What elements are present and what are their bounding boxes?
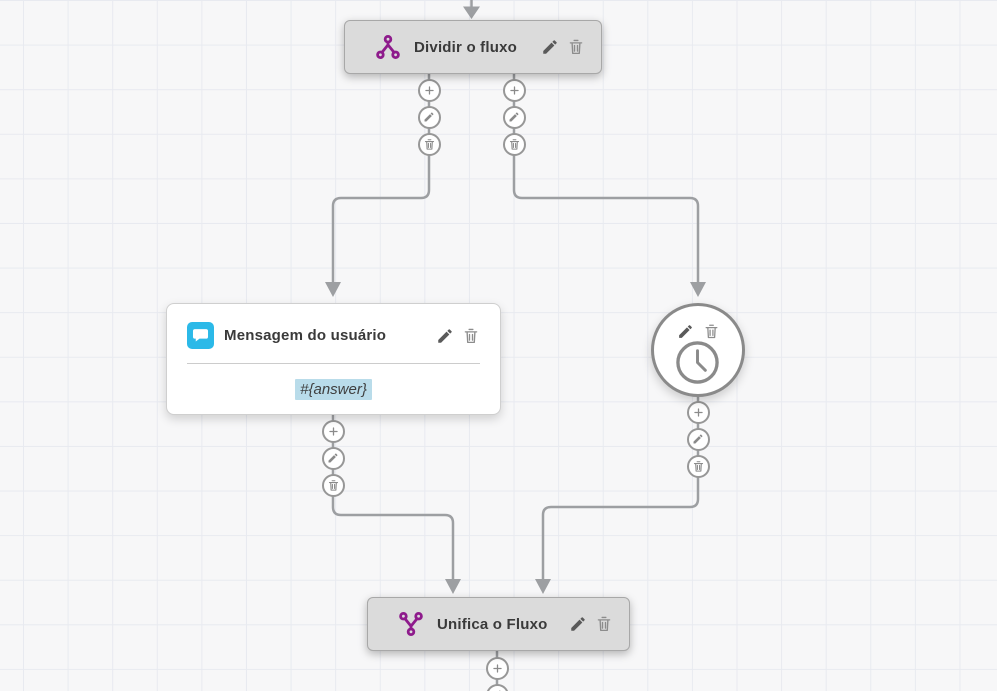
- node-title: Mensagem do usuário: [224, 327, 387, 344]
- plus-icon[interactable]: [321, 419, 345, 443]
- connector-message-to-merge: [331, 415, 461, 594]
- trash-icon[interactable]: [462, 327, 480, 345]
- trash-icon[interactable]: [502, 132, 526, 156]
- pencil-icon[interactable]: [321, 446, 345, 470]
- plus-icon[interactable]: [502, 78, 526, 102]
- node-user-message[interactable]: Mensagem do usuário #{answer}: [166, 303, 501, 415]
- node-title: Dividir o fluxo: [414, 38, 518, 56]
- trash-icon[interactable]: [595, 615, 613, 633]
- port-stack-split-left: [417, 78, 441, 156]
- clock-icon: [674, 339, 721, 386]
- connector-timer-to-merge: [535, 397, 700, 594]
- trash-icon[interactable]: [417, 132, 441, 156]
- chat-bubble-icon: [187, 322, 214, 349]
- trash-icon[interactable]: [567, 38, 585, 56]
- pencil-icon[interactable]: [686, 427, 710, 451]
- pencil-icon[interactable]: [569, 615, 587, 633]
- connector-entry-to-split: [463, 0, 480, 19]
- pencil-icon[interactable]: [677, 323, 694, 340]
- node-merge-flow[interactable]: Unifica o Fluxo: [367, 597, 630, 651]
- port-stack-timer: [686, 400, 710, 478]
- split-flow-icon: [375, 34, 401, 60]
- trash-icon[interactable]: [703, 323, 720, 340]
- pencil-icon[interactable]: [417, 105, 441, 129]
- node-split-flow[interactable]: Dividir o fluxo: [344, 20, 602, 74]
- divider: [187, 363, 480, 364]
- pencil-icon[interactable]: [436, 327, 454, 345]
- pencil-icon[interactable]: [502, 105, 526, 129]
- node-timer[interactable]: [651, 303, 745, 397]
- plus-icon[interactable]: [485, 656, 509, 680]
- plus-icon[interactable]: [686, 400, 710, 424]
- trash-icon[interactable]: [321, 473, 345, 497]
- trash-icon[interactable]: [686, 454, 710, 478]
- plus-icon[interactable]: [417, 78, 441, 102]
- connector-split-to-message: [325, 74, 431, 297]
- node-title: Unifica o Fluxo: [437, 615, 548, 633]
- merge-flow-icon: [398, 611, 424, 637]
- answer-variable-chip[interactable]: #{answer}: [295, 378, 372, 400]
- port-stack-split-right: [502, 78, 526, 156]
- port-stack-message: [321, 419, 345, 497]
- port-stack-merge: [485, 656, 509, 691]
- pencil-icon[interactable]: [485, 683, 509, 691]
- pencil-icon[interactable]: [541, 38, 559, 56]
- connector-split-to-timer: [512, 74, 706, 297]
